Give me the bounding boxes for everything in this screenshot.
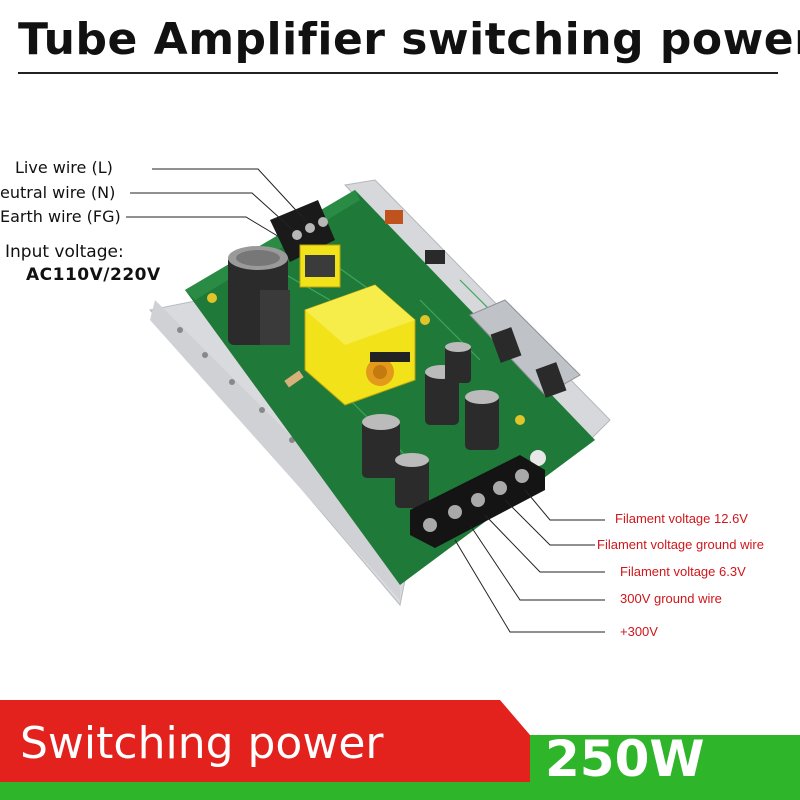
input-voltage-label: Input voltage: xyxy=(5,242,124,262)
banner-wattage: 250W xyxy=(545,730,705,788)
neutral-wire-label: eutral wire (N) xyxy=(0,183,116,202)
page-title: Tube Amplifier switching power xyxy=(18,14,800,65)
ground-300v-label: 300V ground wire xyxy=(620,591,722,606)
banner-red-shape xyxy=(0,700,530,782)
banner-switching-power: Switching power xyxy=(20,718,384,769)
left-leader-lines xyxy=(126,168,306,239)
output-terminal-block xyxy=(410,455,545,548)
right-leader-lines xyxy=(454,489,605,633)
filament-ground-label: Filament voltage ground wire xyxy=(597,537,764,552)
main-transformer xyxy=(304,284,416,406)
chassis-side xyxy=(150,300,400,600)
filament-12v-label: Filament voltage 12.6V xyxy=(615,511,748,526)
live-wire-label: Live wire (L) xyxy=(15,158,113,177)
plus-300v-label: +300V xyxy=(620,624,658,639)
earth-wire-label: Earth wire (FG) xyxy=(0,207,121,226)
capacitors xyxy=(362,342,499,508)
filament-6v-label: Filament voltage 6.3V xyxy=(620,564,746,579)
title-underline xyxy=(18,72,778,74)
bulk-capacitor xyxy=(228,246,290,345)
input-voltage-value: AC110V/220V xyxy=(26,265,161,285)
